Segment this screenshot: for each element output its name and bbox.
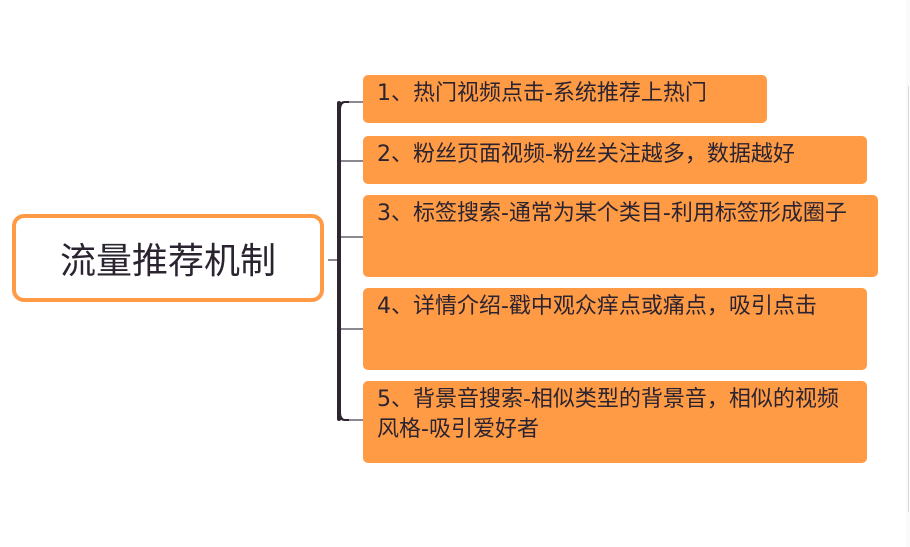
subtopic-5[interactable]: 5、背景音搜索-相似类型的背景音，相似的视频风格-吸引爱好者 bbox=[363, 381, 867, 463]
root-topic[interactable]: 流量推荐机制 bbox=[12, 214, 324, 302]
connector-2 bbox=[341, 160, 363, 162]
subtopic-2-label: 2、粉丝页面视频-粉丝关注越多，数据越好 bbox=[377, 142, 795, 167]
subtopic-4-label: 4、详情介绍-戳中观众痒点或痛点，吸引点击 bbox=[377, 294, 817, 319]
subtopic-1-label: 1、热门视频点击-系统推荐上热门 bbox=[377, 81, 707, 106]
subtopic-5-label: 5、背景音搜索-相似类型的背景音，相似的视频风格-吸引爱好者 bbox=[377, 387, 839, 442]
subtopic-3[interactable]: 3、标签搜索-通常为某个类目-利用标签形成圈子 bbox=[363, 195, 878, 277]
subtopic-1[interactable]: 1、热门视频点击-系统推荐上热门 bbox=[363, 75, 767, 123]
connector-5 bbox=[345, 419, 363, 421]
connector-3 bbox=[341, 236, 363, 238]
connector-1 bbox=[345, 101, 363, 103]
scrollbar-track[interactable] bbox=[908, 86, 909, 512]
root-connector bbox=[328, 259, 340, 261]
subtopic-2[interactable]: 2、粉丝页面视频-粉丝关注越多，数据越好 bbox=[363, 136, 867, 184]
subtopic-4[interactable]: 4、详情介绍-戳中观众痒点或痛点，吸引点击 bbox=[363, 288, 867, 370]
connector-elbow-top bbox=[337, 101, 349, 115]
connector-elbow-bottom bbox=[337, 407, 349, 421]
connector-4 bbox=[341, 328, 363, 330]
subtopic-3-label: 3、标签搜索-通常为某个类目-利用标签形成圈子 bbox=[377, 201, 847, 226]
root-topic-label: 流量推荐机制 bbox=[59, 241, 276, 282]
branch-trunk bbox=[337, 101, 341, 421]
